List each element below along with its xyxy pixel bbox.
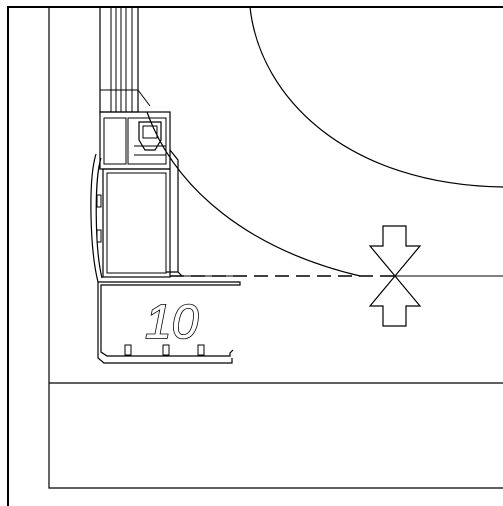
inner-panel-outline xyxy=(48,7,503,489)
outer-frame xyxy=(7,6,503,506)
callout-number: 10 xyxy=(145,296,199,349)
profile-head xyxy=(99,111,171,170)
door-swing-arc-outer xyxy=(249,6,503,188)
bottom-sill-profile xyxy=(97,275,241,364)
door-swing-arc-inner xyxy=(146,111,361,277)
vertical-double-arrow-icon xyxy=(368,225,422,327)
profile-gasket-left xyxy=(90,153,99,283)
profile-rod xyxy=(99,6,151,113)
profile-body xyxy=(90,149,183,283)
